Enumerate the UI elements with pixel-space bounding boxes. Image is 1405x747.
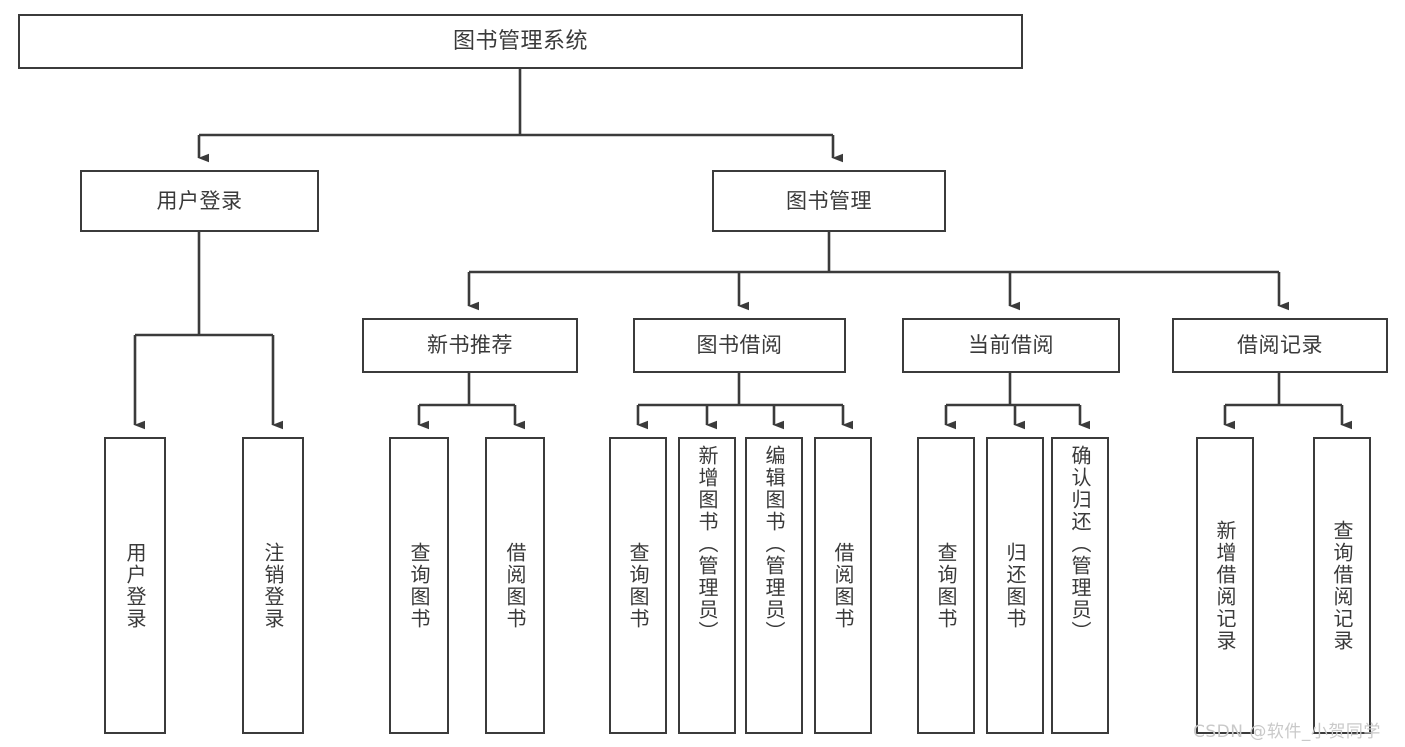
node-book-management[interactable]: 图书管理 bbox=[712, 170, 946, 232]
leaf-node[interactable]: 查询图书 bbox=[609, 437, 667, 734]
node-label: 注销登录 bbox=[261, 541, 285, 630]
node-new-book-recommend[interactable]: 新书推荐 bbox=[362, 318, 578, 373]
node-label: 图书管理系统 bbox=[452, 28, 588, 54]
leaf-node[interactable]: 注销登录 bbox=[242, 437, 304, 734]
node-label: 借阅图书 bbox=[831, 541, 855, 630]
node-label: 查询图书 bbox=[934, 541, 958, 630]
leaf-node[interactable]: 归还图书 bbox=[986, 437, 1044, 734]
node-label: 新增图书（管理员） bbox=[695, 445, 719, 643]
node-label: 图书管理 bbox=[786, 188, 872, 213]
leaf-node[interactable]: 查询图书 bbox=[389, 437, 449, 734]
leaf-node[interactable]: 新增借阅记录 bbox=[1196, 437, 1254, 734]
leaf-node[interactable]: 借阅图书 bbox=[485, 437, 545, 734]
node-label: 借阅记录 bbox=[1237, 333, 1323, 358]
node-root-system[interactable]: 图书管理系统 bbox=[18, 14, 1023, 69]
node-label: 查询图书 bbox=[626, 541, 650, 630]
leaf-node[interactable]: 借阅图书 bbox=[814, 437, 872, 734]
leaf-node[interactable]: 查询图书 bbox=[917, 437, 975, 734]
leaf-node[interactable]: 新增图书（管理员） bbox=[678, 437, 736, 734]
node-label: 借阅图书 bbox=[503, 541, 527, 630]
node-label: 查询图书 bbox=[407, 541, 431, 630]
leaf-node[interactable]: 确认归还（管理员） bbox=[1051, 437, 1109, 734]
node-label: 确认归还（管理员） bbox=[1068, 445, 1092, 643]
node-label: 归还图书 bbox=[1003, 541, 1027, 630]
leaf-node[interactable]: 编辑图书（管理员） bbox=[745, 437, 803, 734]
node-label: 新增借阅记录 bbox=[1213, 519, 1237, 652]
node-book-borrow[interactable]: 图书借阅 bbox=[633, 318, 846, 373]
node-user-login[interactable]: 用户登录 bbox=[80, 170, 319, 232]
node-label: 当前借阅 bbox=[968, 333, 1054, 358]
node-label: 新书推荐 bbox=[427, 333, 513, 358]
node-label: 用户登录 bbox=[156, 188, 243, 213]
node-label: 查询借阅记录 bbox=[1330, 519, 1354, 652]
csdn-watermark: CSDN @软件_小贺同学 bbox=[1193, 722, 1381, 742]
node-label: 图书借阅 bbox=[696, 333, 783, 358]
node-current-borrow[interactable]: 当前借阅 bbox=[902, 318, 1120, 373]
node-borrow-record[interactable]: 借阅记录 bbox=[1172, 318, 1388, 373]
leaf-node[interactable]: 查询借阅记录 bbox=[1313, 437, 1371, 734]
leaf-node[interactable]: 用户登录 bbox=[104, 437, 166, 734]
node-label: 用户登录 bbox=[123, 541, 147, 630]
node-label: 编辑图书（管理员） bbox=[762, 445, 786, 643]
